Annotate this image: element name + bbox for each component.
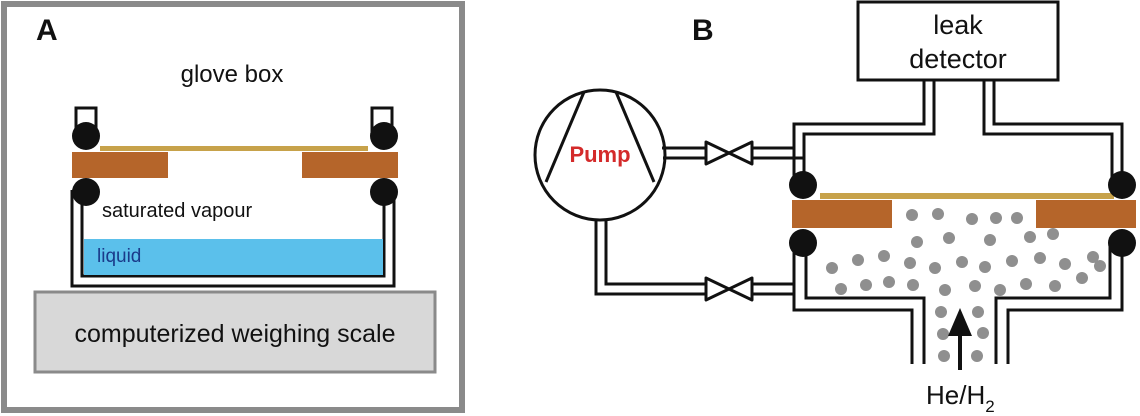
- feed-gas-label-subscript: 2: [985, 397, 994, 416]
- gas-molecule: [835, 283, 847, 295]
- cup-inner-wall: [80, 196, 386, 278]
- gas-molecule: [906, 209, 918, 221]
- leak-detector-box: [856, 0, 1060, 82]
- gas-molecule: [984, 234, 996, 246]
- lower-chamber-outer: [792, 245, 1124, 364]
- leak-detector-label-line1: leak: [933, 10, 983, 40]
- o-ring-icon: [1108, 171, 1136, 199]
- panel-a: A glove box liquid saturated vapour comp…: [1, 1, 465, 413]
- gas-molecule: [943, 232, 955, 244]
- valve-icon: [704, 140, 754, 166]
- substrate-left: [72, 152, 168, 178]
- substrate-right: [1036, 200, 1136, 228]
- lower-chamber-inner: [804, 245, 1112, 364]
- glove-box-frame: [1, 1, 465, 413]
- gas-molecule: [939, 284, 951, 296]
- gas-molecule: [1047, 228, 1059, 240]
- gas-molecule: [904, 257, 916, 269]
- gas-molecule: [1006, 255, 1018, 267]
- gas-molecule: [1024, 231, 1036, 243]
- gas-molecule: [994, 284, 1006, 296]
- valve-icon: [704, 276, 754, 302]
- gas-molecule: [972, 306, 984, 318]
- gas-molecule: [937, 328, 949, 340]
- lower-line-outer: [594, 220, 706, 296]
- lower-line-inner: [604, 219, 706, 286]
- gas-molecule: [1087, 251, 1099, 263]
- gas-molecule: [883, 276, 895, 288]
- glove-box-label: glove box: [181, 61, 284, 88]
- gas-molecule: [971, 350, 983, 362]
- upper-chamber-outer: [792, 80, 1124, 188]
- cup-outer-wall: [70, 190, 396, 288]
- gas-molecule: [911, 236, 923, 248]
- gas-molecule: [990, 212, 1002, 224]
- liquid-layer: [84, 239, 383, 275]
- pump-blade-left: [544, 91, 586, 183]
- o-ring-icon: [72, 122, 100, 150]
- feed-gas-label: He/H2: [926, 380, 995, 416]
- o-ring-icon: [370, 178, 398, 206]
- gas-molecule: [929, 262, 941, 274]
- gas-molecule: [1020, 278, 1032, 290]
- pump-body: [533, 88, 667, 222]
- gas-molecule: [1059, 258, 1071, 270]
- substrate-right: [302, 152, 398, 178]
- gas-molecule: [1011, 212, 1023, 224]
- gas-molecule: [826, 262, 838, 274]
- gas-molecule: [932, 208, 944, 220]
- membrane: [820, 193, 1114, 199]
- gas-molecule: [878, 250, 890, 262]
- weighing-scale-label: computerized weighing scale: [74, 320, 395, 348]
- o-ring-icon: [370, 122, 398, 150]
- gas-molecule: [907, 279, 919, 291]
- weighing-scale: [33, 290, 437, 374]
- saturated-vapour-label: saturated vapour: [102, 200, 252, 222]
- leak-detector-label-line2: detector: [909, 44, 1007, 74]
- gas-molecule: [935, 306, 947, 318]
- gas-molecule: [977, 327, 989, 339]
- liquid-label: liquid: [97, 246, 141, 267]
- pump-label: Pump: [569, 142, 630, 167]
- gas-molecule: [979, 261, 991, 273]
- o-ring-icon: [1108, 229, 1136, 257]
- gas-molecules: [826, 208, 1106, 362]
- gas-molecule: [860, 279, 872, 291]
- gas-molecule: [956, 256, 968, 268]
- gas-molecule: [938, 350, 950, 362]
- panel-b-letter: B: [692, 14, 714, 47]
- arrow-up-icon: [948, 308, 972, 336]
- substrate-left: [792, 200, 892, 228]
- pump-blade-right: [614, 91, 656, 183]
- feed-gas-label-main: He/H: [926, 380, 985, 410]
- gas-molecule: [1076, 272, 1088, 284]
- gas-molecule: [852, 254, 864, 266]
- gas-molecule: [966, 213, 978, 225]
- gas-molecule: [1094, 260, 1106, 272]
- o-ring-icon: [789, 229, 817, 257]
- gas-molecule: [1049, 280, 1061, 292]
- o-ring-icon: [72, 178, 100, 206]
- membrane: [100, 146, 368, 151]
- o-ring-icon: [789, 171, 817, 199]
- gas-molecule: [1034, 252, 1046, 264]
- gas-molecule: [969, 280, 981, 292]
- panel-b: B leak detector Pump: [533, 0, 1136, 416]
- upper-chamber-inner: [802, 80, 1114, 188]
- panel-a-letter: A: [36, 14, 58, 47]
